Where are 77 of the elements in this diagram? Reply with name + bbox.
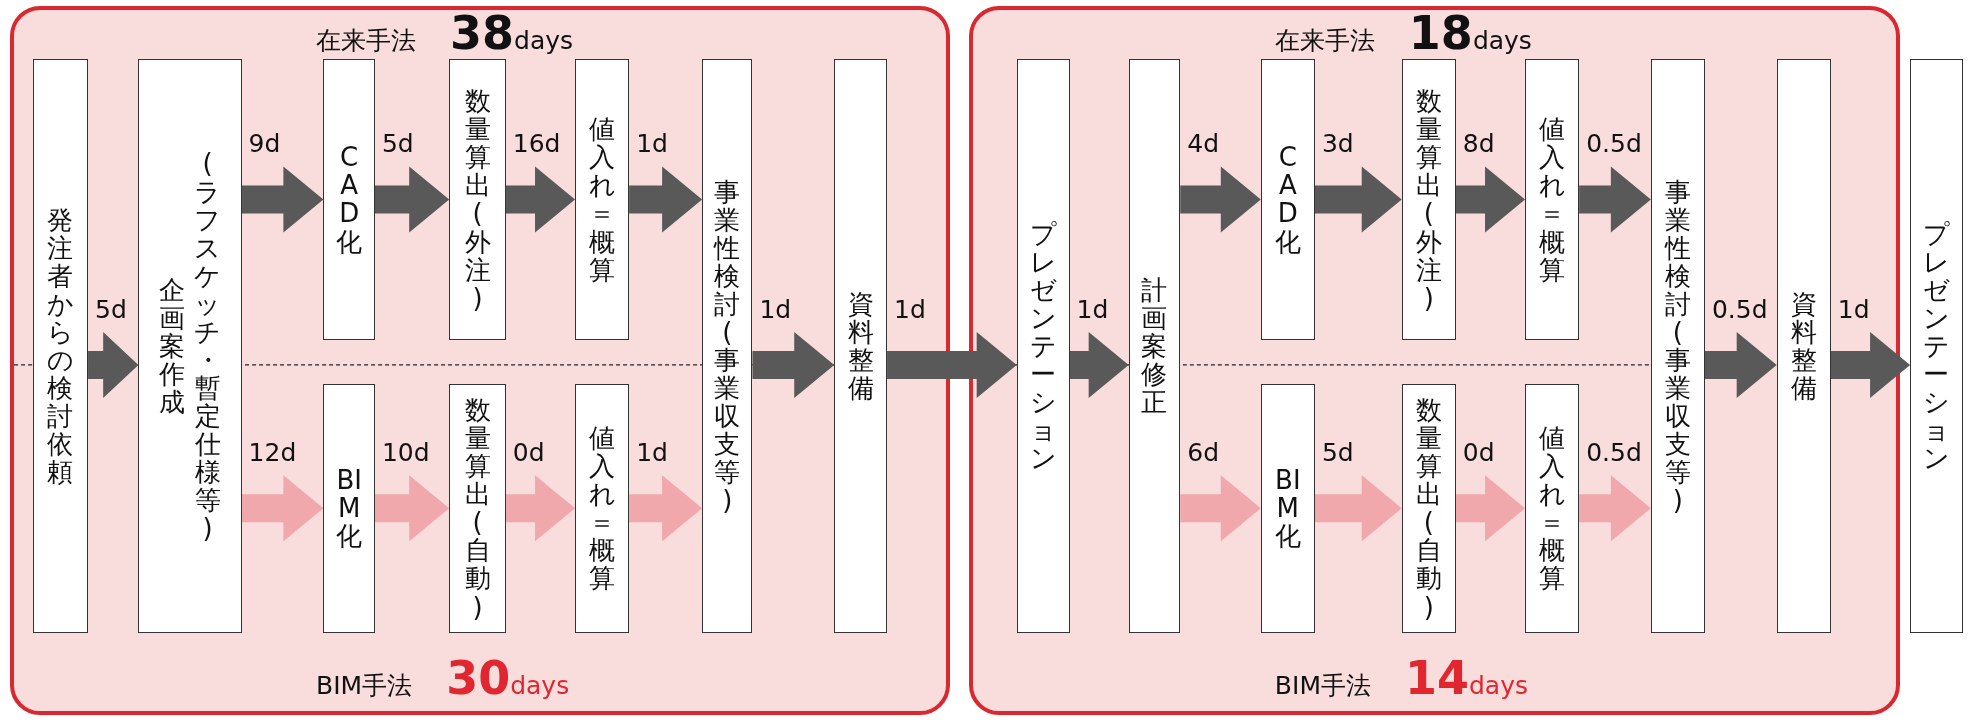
process-box [138,59,242,633]
process-box: 事業性検討(事業収支等) [1650,59,1705,633]
arrow [1314,475,1402,542]
phase-panel [968,6,1900,715]
method-heading: BIM手法 [316,672,413,698]
process-box: 資料整備 [834,59,888,633]
arrow [1579,166,1651,233]
edge-label: 0.5d [1586,438,1642,469]
process-box: プレゼンテーション [1910,59,1963,633]
process-box: 発注者からの検討依頼 [32,59,89,633]
arrow [1830,331,1911,398]
process-box: BIM化 [1260,383,1315,633]
process-box: 値入れ＝概算 [575,383,630,633]
arrow [88,331,139,398]
edge-label: 16d [512,129,561,160]
method-heading: 在来手法 [1274,28,1375,54]
edge-label: 5d [95,294,127,325]
edge-label: 5d [381,129,414,160]
method-heading: BIM手法 [1274,672,1371,698]
process-box: CAD化 [1260,59,1315,340]
arrow [1455,475,1526,542]
edge-label: 5d [1321,438,1354,469]
process-box: 数量算出(自動) [1401,383,1456,633]
edge-label: 1d [894,294,926,325]
box-text: (ラフスケッチ・暫定仕様等) [194,149,222,543]
arrow [1455,166,1526,233]
edge-label: 12d [248,438,297,469]
edge-label: 9d [248,129,281,160]
edge-label: 1d [759,294,792,325]
phase-panel [10,6,950,715]
process-box: 値入れ＝概算 [575,59,630,340]
arrow [505,166,576,233]
process-box: 値入れ＝概算 [1525,59,1580,340]
edge-label: 10d [381,438,430,469]
edge-label: 3d [1321,129,1354,160]
arrow [629,166,703,233]
edge-label: 1d [636,438,668,469]
arrow [241,475,324,542]
edge-label: 0.5d [1586,129,1642,160]
arrow [374,475,450,542]
process-box: 計画案修正 [1128,59,1181,633]
edge-label: 0d [512,438,545,469]
process-box: 資料整備 [1776,59,1831,633]
method-heading: 在来手法 [316,28,417,54]
edge-label: 0d [1462,438,1495,469]
arrow [1180,166,1261,233]
edge-label: 6d [1187,438,1220,469]
arrow [241,166,324,233]
edge-label: 1d [636,129,668,160]
edge-label: 0.5d [1711,294,1768,325]
process-box: 値入れ＝概算 [1525,383,1580,633]
process-box: CAD化 [323,59,375,340]
arrow [1704,331,1777,398]
arrow [374,166,450,233]
edge-label: 1d [1837,294,1870,325]
process-box: 数量算出(外注) [1401,59,1456,340]
arrow [1180,475,1261,542]
process-box: BIM化 [323,383,375,633]
process-box: プレゼンテーション [1016,59,1070,633]
edge-label: 4d [1187,129,1220,160]
arrow [1069,331,1129,398]
arrow [505,475,576,542]
arrow [752,331,835,398]
arrow [1314,166,1402,233]
edge-label: 8d [1462,129,1495,160]
process-box: 数量算出(外注) [449,59,506,340]
edge-label: 1d [1076,294,1109,325]
duration-label: 14days [1404,654,1528,701]
duration-label: 30days [446,654,570,701]
process-box: 数量算出(自動) [449,383,506,633]
arrow [887,331,1017,398]
arrow [629,475,703,542]
duration-label: 38days [450,10,574,57]
duration-label: 18days [1408,10,1532,57]
arrow [1579,475,1651,542]
box-text: 企画案作成 [158,275,186,417]
process-box: 事業性検討(事業収支等) [702,59,753,633]
